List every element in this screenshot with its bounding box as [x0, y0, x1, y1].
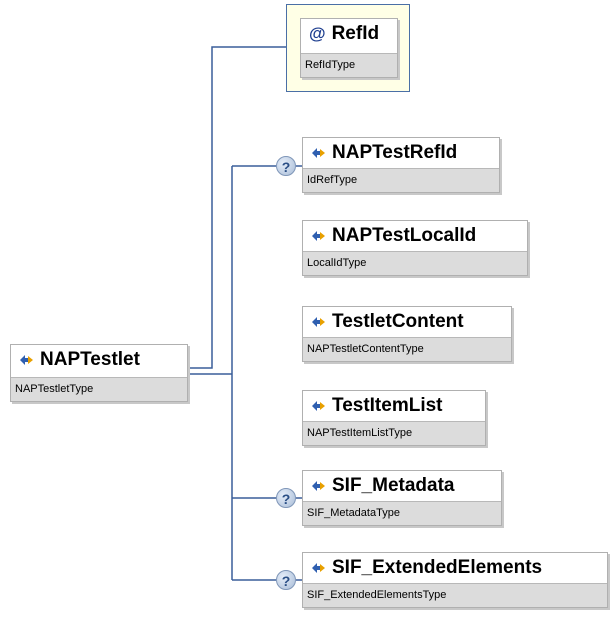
- element-icon: [311, 400, 327, 412]
- element-icon: [311, 316, 327, 328]
- attribute-box[interactable]: @ RefId RefIdType: [300, 18, 398, 78]
- attribute-name: RefId: [331, 23, 380, 44]
- child-element-name-row: TestletContent: [303, 307, 511, 337]
- child-element-name-row: TestItemList: [303, 391, 485, 421]
- optional-question-icon[interactable]: ?: [276, 156, 296, 176]
- child-element-type: NAPTestletContentType: [303, 337, 511, 361]
- root-element-type: NAPTestletType: [11, 377, 187, 401]
- child-element-name-row: NAPTestRefId: [303, 138, 499, 168]
- child-element-name: SIF_ExtendedElements: [332, 557, 543, 578]
- child-element-name: TestItemList: [332, 395, 443, 416]
- element-icon: [311, 230, 327, 242]
- child-element-name: NAPTestRefId: [332, 142, 458, 163]
- child-element-type: LocalIdType: [303, 251, 527, 275]
- element-icon: [19, 354, 35, 366]
- root-element-name-row: NAPTestlet: [11, 345, 187, 375]
- optional-question-icon[interactable]: ?: [276, 570, 296, 590]
- child-element-name: NAPTestLocalId: [332, 225, 477, 246]
- child-element-name-row: NAPTestLocalId: [303, 221, 527, 251]
- child-element-name: TestletContent: [332, 311, 464, 332]
- child-element-type: SIF_ExtendedElementsType: [303, 583, 607, 607]
- attribute-at-icon: @: [309, 24, 326, 43]
- child-element-type: IdRefType: [303, 168, 499, 192]
- root-element-name: NAPTestlet: [40, 349, 140, 370]
- child-element-type: SIF_MetadataType: [303, 501, 501, 525]
- connector-attribute: [190, 46, 286, 369]
- child-element-type: NAPTestItemListType: [303, 421, 485, 445]
- attribute-name-row: @ RefId: [301, 19, 397, 49]
- attribute-type: RefIdType: [301, 53, 397, 77]
- element-icon: [311, 562, 327, 574]
- child-element-name-row: SIF_ExtendedElements: [303, 553, 607, 583]
- child-element-name: SIF_Metadata: [332, 475, 455, 496]
- element-icon: [311, 147, 327, 159]
- root-element-box[interactable]: NAPTestlet NAPTestletType: [10, 344, 188, 402]
- element-icon: [311, 480, 327, 492]
- child-element-name-row: SIF_Metadata: [303, 471, 501, 501]
- optional-question-icon[interactable]: ?: [276, 488, 296, 508]
